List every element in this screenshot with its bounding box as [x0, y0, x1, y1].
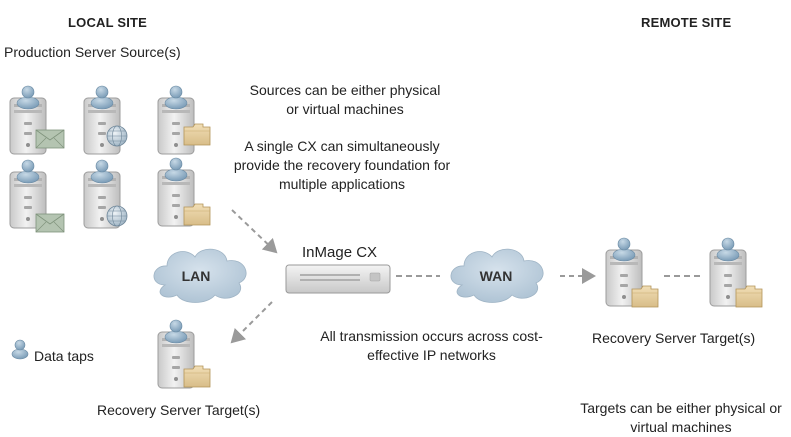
folder-icon: [735, 285, 763, 308]
remote-site-header: REMOTE SITE: [641, 15, 732, 30]
globe-icon: [106, 205, 128, 227]
folder-icon: [183, 203, 211, 226]
globe-icon: [106, 125, 128, 147]
transmission-note: All transmission occurs across cost-effe…: [320, 328, 543, 363]
folder-icon: [183, 365, 211, 388]
data-taps-legend-label: Data taps: [34, 348, 94, 364]
envelope-icon: [35, 213, 65, 233]
inmage-cx-label: InMage CX: [302, 244, 378, 261]
cx-to-local-target-arrow: [230, 301, 273, 344]
envelope-icon: [35, 129, 65, 149]
remote-recovery-label: Recovery Server Target(s): [592, 330, 756, 346]
inmage-cx-appliance-icon: [285, 264, 391, 294]
local-site-header: LOCAL SITE: [68, 15, 148, 30]
cx-note: A single CX can simultaneously provide t…: [233, 138, 451, 192]
wan-label: WAN: [480, 268, 513, 284]
local-recovery-label: Recovery Server Target(s): [97, 402, 261, 418]
lan-label: LAN: [182, 268, 211, 284]
folder-icon: [631, 285, 659, 308]
folder-icon: [183, 123, 211, 146]
targets-note: Targets can be either physical or virtua…: [580, 400, 782, 435]
source-to-cx-arrow: [231, 209, 278, 254]
sources-note: Sources can be either physical or virtua…: [249, 82, 441, 117]
data-tap-person-icon: [11, 339, 29, 360]
production-sources-label: Production Server Source(s): [4, 44, 181, 60]
